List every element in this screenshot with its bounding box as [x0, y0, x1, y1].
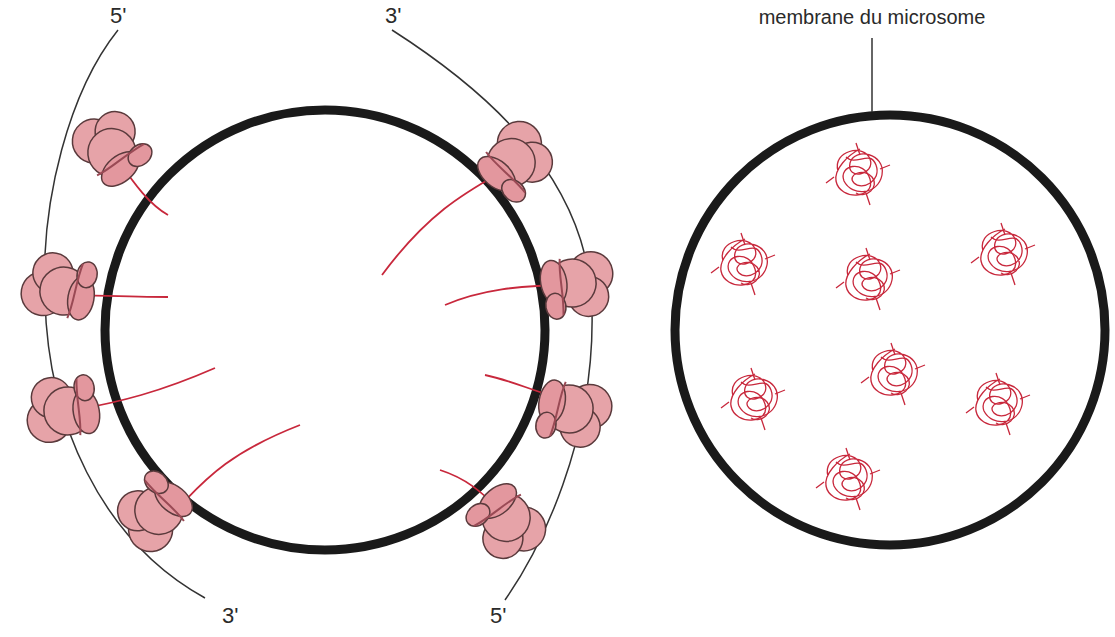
- end-label: 3': [222, 604, 238, 628]
- end-label: 3': [385, 4, 401, 28]
- end-label: 5': [490, 604, 506, 628]
- membrane-label: membrane du microsome: [759, 6, 986, 28]
- end-label: 5': [110, 4, 126, 28]
